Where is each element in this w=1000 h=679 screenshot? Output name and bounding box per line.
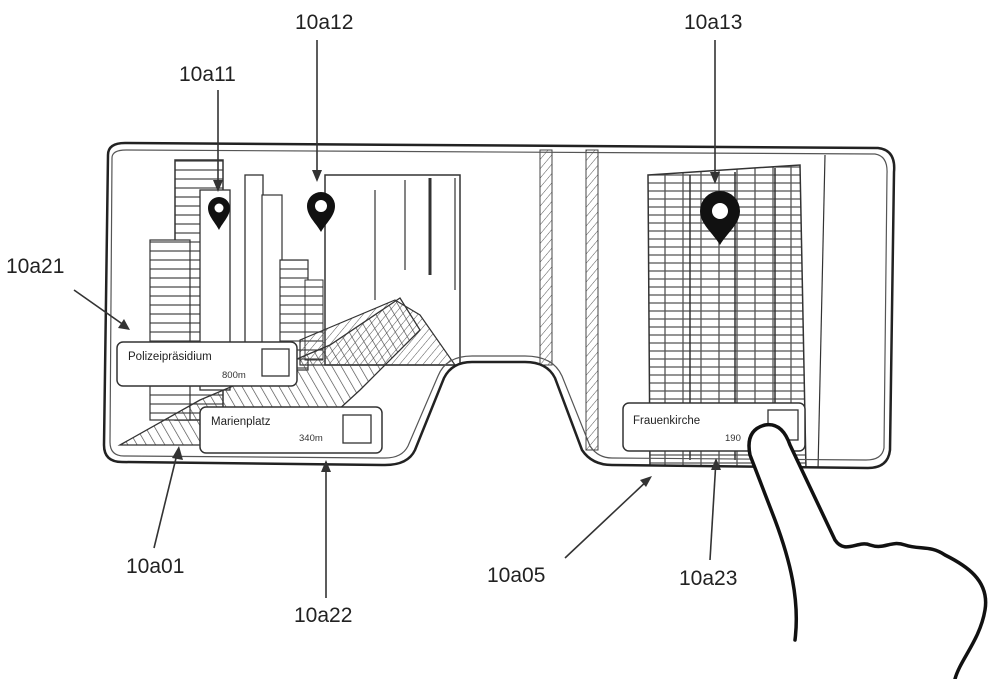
ref-label-10a11: 10a11 (179, 63, 236, 86)
map-pin-icon[interactable] (700, 191, 740, 245)
ref-label-10a13: 10a13 (684, 11, 742, 34)
glasses-frame (102, 141, 896, 470)
map-pin-icon[interactable] (307, 192, 335, 232)
glasses-inner-rim (109, 149, 888, 461)
bridge-columns (539, 149, 599, 451)
poi-name: Frauenkirche (633, 415, 700, 427)
poi-card-marienplatz[interactable]: Marienplatz 340m (199, 406, 383, 454)
ref-label-10a05: 10a05 (487, 564, 545, 587)
ref-label-10a23: 10a23 (679, 567, 737, 590)
ref-label-10a21: 10a21 (6, 255, 64, 278)
ref-label-10a12: 10a12 (295, 11, 353, 34)
checkbox-icon[interactable] (261, 348, 290, 377)
poi-distance: 800m (222, 370, 246, 381)
ref-label-10a22: 10a22 (294, 604, 352, 627)
poi-distance: 190 (725, 433, 741, 444)
poi-distance: 340m (299, 433, 323, 444)
map-pin-icon[interactable] (208, 197, 230, 230)
poi-name: Polizeipräsidium (128, 351, 212, 363)
poi-card-polizeiprasidium[interactable]: Polizeipräsidium 800m (116, 341, 298, 387)
building-right (647, 154, 826, 468)
hand-pointer-icon (747, 422, 988, 679)
checkbox-icon[interactable] (342, 414, 372, 444)
ref-label-10a01: 10a01 (126, 555, 184, 578)
poi-name: Marienplatz (211, 416, 271, 428)
reference-annotations: 10a11 10a12 10a13 10a21 10a01 10a22 10a0… (6, 11, 742, 627)
